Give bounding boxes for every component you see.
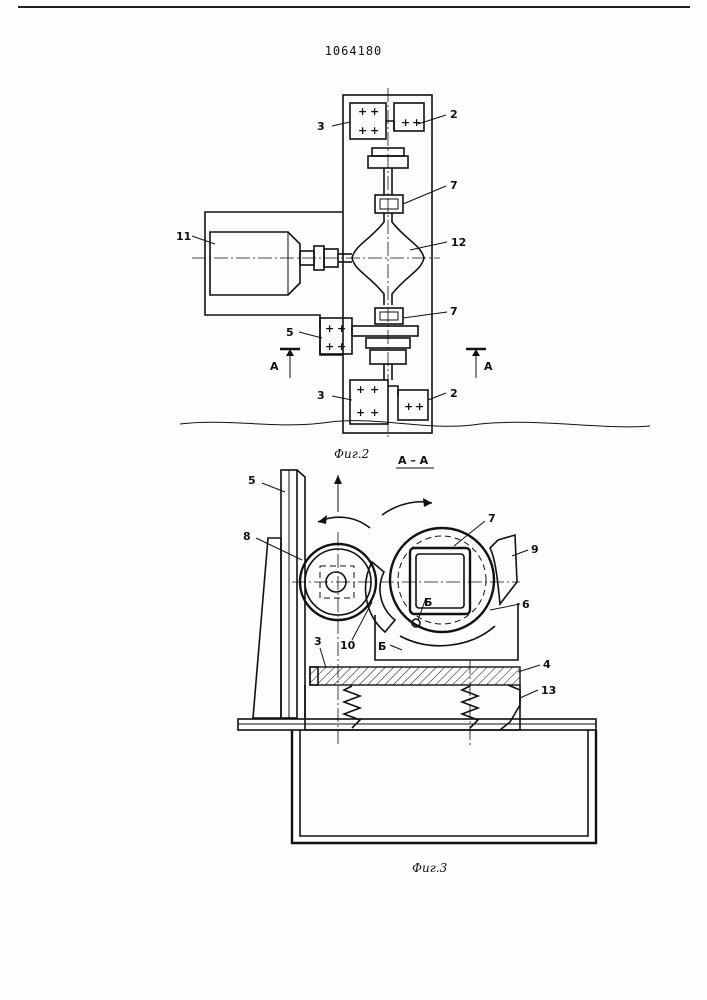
- plus-mark: +: [358, 124, 367, 137]
- plus-mark: +: [337, 322, 346, 335]
- plus-mark: +: [356, 406, 365, 419]
- fig3-label-8: 8: [243, 530, 251, 543]
- fig3-label-6: 6: [522, 598, 530, 611]
- fig3-tank: [292, 730, 596, 843]
- fig3-leader: [256, 538, 302, 560]
- fig2-leader: [192, 236, 215, 244]
- plus-mark: +: [412, 116, 421, 129]
- fig3-leader: [320, 648, 326, 668]
- fig2-bearing-7-bottom: [375, 308, 403, 324]
- fig3-plate-3: [310, 667, 520, 685]
- fig3-label-3: 3: [314, 635, 322, 648]
- fig2-label-7-top: 7: [450, 179, 458, 192]
- fig3-up-arrowhead: [334, 475, 342, 484]
- fig3-leader: [352, 602, 372, 640]
- fig3-base-4-edge: [500, 685, 520, 730]
- plus-mark: +: [370, 124, 379, 137]
- fig3-label-5: 5: [248, 474, 256, 487]
- fig3-disc-6: [390, 528, 494, 632]
- fig3-label-b-1: Б: [424, 596, 432, 609]
- fig2-drawing: + + + + + +: [176, 88, 650, 461]
- plus-mark: +: [370, 105, 379, 118]
- fig3-base-4: [305, 685, 520, 730]
- fig3-leader: [490, 604, 520, 610]
- plus-mark: +: [337, 340, 346, 353]
- plus-mark: +: [415, 400, 424, 413]
- fig2-label-3-top: 3: [317, 120, 325, 133]
- fig2-leader: [332, 122, 350, 126]
- fig3-frame-7: [410, 548, 470, 614]
- fig3-leader: [454, 521, 485, 546]
- fig2-label-2-bottom: 2: [450, 387, 458, 400]
- fig3-section-b-arrow: [390, 645, 402, 650]
- plus-mark: +: [370, 406, 379, 419]
- fig3-label-9: 9: [531, 543, 539, 556]
- plus-mark: +: [356, 383, 365, 396]
- plus-mark: +: [358, 105, 367, 118]
- fig2-label-12: 12: [451, 236, 466, 249]
- fig2-label-3-bottom: 3: [317, 389, 325, 402]
- fig3-label-13: 13: [541, 684, 556, 697]
- fig2-leader: [428, 393, 446, 400]
- fig2-bearing-inner: [380, 312, 398, 320]
- fig2-label-2-top: 2: [450, 108, 458, 121]
- fig3-rotation-arrowhead-right: [423, 498, 432, 507]
- fig2-link-bottom: [388, 386, 398, 396]
- fig2-caption: Фиг.2: [334, 447, 369, 461]
- fig3-guide-arc: [400, 626, 495, 646]
- fig2-torn-edge: [180, 421, 650, 427]
- fig3-section-title: А – А: [398, 454, 429, 467]
- fig2-leader: [299, 332, 322, 338]
- fig3-caption: Фиг.3: [412, 861, 448, 875]
- fig3-leader: [520, 690, 538, 698]
- fig2-label-5: 5: [286, 326, 294, 339]
- fig3-leader: [518, 665, 540, 672]
- fig3-leader: [512, 550, 528, 556]
- fig2-link-top: [386, 121, 394, 131]
- fig3-gusset: [253, 538, 281, 718]
- fig3-label-4: 4: [543, 658, 551, 671]
- fig3-drawing: А – А: [238, 454, 596, 875]
- fig2-leader: [332, 396, 352, 400]
- fig2-bearing-7-top: [375, 195, 403, 213]
- fig2-bearing-inner: [380, 199, 398, 209]
- fig3-rotation-arrowhead-left: [318, 515, 327, 524]
- plus-mark: +: [325, 340, 334, 353]
- fig2-label-7-bottom: 7: [450, 305, 458, 318]
- plus-mark: +: [325, 322, 334, 335]
- fig3-label-10: 10: [340, 639, 356, 652]
- fig2-motor-11: [210, 232, 300, 295]
- fig2-gear-bottom: [352, 326, 418, 336]
- fig2-section-label-right: A: [484, 360, 493, 373]
- fig2-leader: [403, 186, 446, 204]
- fig3-label-b-2: Б: [378, 640, 386, 653]
- fig2-label-11: 11: [176, 230, 191, 243]
- fig2-leader: [403, 312, 447, 318]
- fig3-tank-inner: [300, 730, 588, 836]
- fig2-bearing-3-top: [350, 103, 386, 139]
- fig2-motor-bracket: [205, 212, 343, 355]
- fig3-label-7: 7: [488, 512, 496, 525]
- plus-mark: +: [401, 116, 410, 129]
- plus-mark: +: [404, 400, 413, 413]
- plus-mark: +: [370, 383, 379, 396]
- fig2-section-label-left: A: [270, 360, 279, 373]
- fig3-spring-left: [344, 686, 360, 728]
